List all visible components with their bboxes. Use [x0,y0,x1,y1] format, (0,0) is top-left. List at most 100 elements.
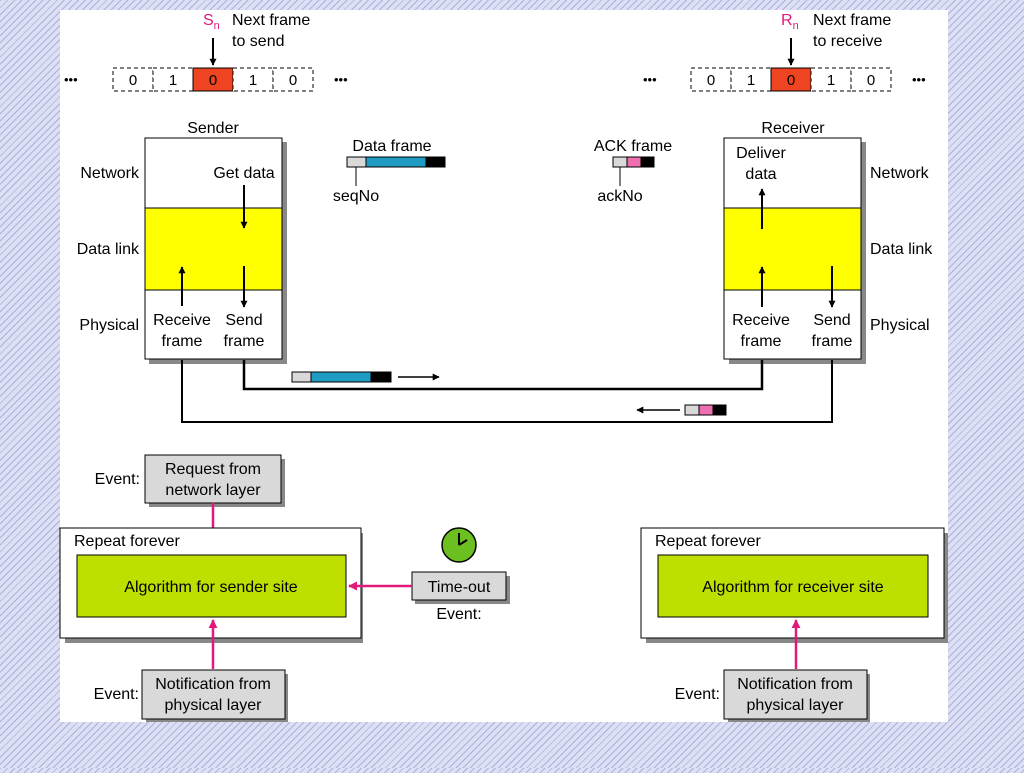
request-line2: network layer [165,482,261,499]
receiver-frame-4 [850,67,892,92]
ackno-label: ackNo [597,188,642,205]
receiver-label-network: Network [870,165,930,182]
ack-frame-legend: ACK frame ackNo [594,138,672,205]
receiver-title: Receiver [761,120,825,137]
sender-label-physical: Physical [79,317,139,334]
data-link-path [242,360,764,391]
timer-clock-icon [441,527,477,563]
receiver-layer-network [723,137,862,209]
receiver-frame-2-label: 0 [787,72,795,89]
receiver-receive-frame-line1: Receive [732,312,790,329]
sender-pointer-caption-line1: Next frame [232,12,310,29]
sender-frame-0-label: 0 [129,72,137,89]
sender-notify-event-label: Event: [94,686,139,703]
data-frame-legend: Data frame seqNo [333,138,446,205]
receiver-window-ellipsis-right: ••• [912,72,926,87]
receiver-layer-datalink [723,207,862,291]
receiver-receive-frame-line2: frame [741,333,782,350]
receiver-algorithm-label: Algorithm for receiver site [702,579,883,596]
receiver-pointer-caption-line2: to receive [813,33,882,50]
receiver-algorithm-box [657,554,929,618]
sender-window: ••• Sn Next frame to send 0 1 0 1 0 ••• [64,12,348,92]
sender-algorithm-box [76,554,347,618]
data-frame-payload [365,156,427,168]
receiver-layer-physical [723,289,862,360]
transit-data-seq-field [291,371,312,383]
sender-stack: Sender Network Data link Physical Get da… [77,120,287,364]
sender-window-ellipsis-right: ••• [334,72,348,87]
sender-get-data-label: Get data [213,165,274,182]
receiver-notify-box [723,669,868,720]
timeout-event-label: Event: [436,606,481,623]
sender-frame-1-label: 1 [169,72,177,89]
sender-notify-line2: physical layer [165,697,263,714]
receiver-window: ••• Rn Next frame to receive 0 1 0 1 0 •… [643,12,926,92]
receiver-algorithm: Repeat forever Algorithm for receiver si… [640,527,948,722]
sender-send-frame-line2: frame [224,333,265,350]
sender-frame-4 [272,67,314,92]
data-frame-in-transit [291,371,440,383]
sender-notify-line1: Notification from [155,676,271,693]
sender-window-ellipsis-left: ••• [64,72,78,87]
receiver-label-datalink: Data link [870,241,933,258]
data-frame-trailer [425,156,446,168]
sender-receive-frame-line2: frame [162,333,203,350]
sender-layer-network [144,137,283,209]
timeout-event-box [411,571,507,601]
transit-ack-body [698,404,714,416]
receiver-send-frame-line1: Send [813,312,850,329]
data-frame-seq-field [346,156,367,168]
sender-title: Sender [187,120,239,137]
transit-ack-field [684,404,700,416]
receiver-deliver-line1: Deliver [736,145,786,162]
sender-pointer-symbol: Sn [203,12,220,32]
sender-pointer-caption-line2: to send [232,33,284,50]
receiver-send-frame-line2: frame [812,333,853,350]
ack-frame-title: ACK frame [594,138,672,155]
receiver-pointer-symbol: Rn [781,12,799,32]
request-line1: Request from [165,461,261,478]
sender-repeat-label: Repeat forever [74,533,181,550]
receiver-stack: Receiver Network Data link Physical Deli… [723,120,933,364]
sender-frame-4-label: 0 [289,72,297,89]
data-frame-title: Data frame [352,138,431,155]
receiver-pointer-caption-line1: Next frame [813,12,891,29]
receiver-label-physical: Physical [870,317,930,334]
receiver-deliver-line2: data [745,166,776,183]
sender-label-network: Network [80,165,140,182]
receiver-frame-0-label: 0 [707,72,715,89]
request-event-label: Event: [95,471,140,488]
ack-link-path [181,360,833,423]
request-event-box [144,454,282,504]
receiver-frame-3-label: 1 [827,72,835,89]
sender-frame-2-label: 0 [209,72,217,89]
sender-algorithm: Event: Request from network layer Repeat… [59,454,510,722]
sender-algorithm-label: Algorithm for sender site [124,579,298,596]
ack-frame-trailer [640,156,655,168]
transit-data-trailer [370,371,392,383]
sender-layer-datalink [144,207,283,291]
ack-frame-body [626,156,642,168]
sender-label-datalink: Data link [77,241,140,258]
sender-receive-frame-line1: Receive [153,312,211,329]
timeout-label: Time-out [428,579,491,596]
sender-notify-box [141,669,286,720]
receiver-frame-4-label: 0 [867,72,875,89]
receiver-frame-1-label: 1 [747,72,755,89]
clock-hand-minute [458,539,468,546]
transit-ack-trailer [712,404,727,416]
sender-send-frame-line1: Send [225,312,262,329]
receiver-notify-event-label: Event: [675,686,720,703]
receiver-window-ellipsis-left: ••• [643,72,657,87]
receiver-notify-line2: physical layer [747,697,845,714]
ack-frame-in-transit [636,404,727,416]
receiver-repeat-label: Repeat forever [655,533,762,550]
sender-layer-physical [144,289,283,360]
ack-frame-ackno-field [612,156,628,168]
sender-frame-3-label: 1 [249,72,257,89]
seqno-label: seqNo [333,188,379,205]
transit-data-payload [310,371,372,383]
receiver-notify-line1: Notification from [737,676,853,693]
